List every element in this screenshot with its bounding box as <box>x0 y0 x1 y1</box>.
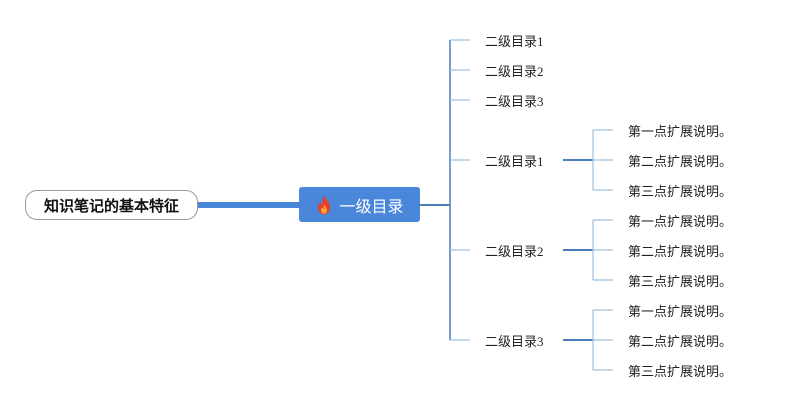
branch-topic-label: 二级目录2 <box>485 244 544 259</box>
leaf-topic-label: 第三点扩展说明。 <box>628 364 733 379</box>
leaf-topic-label: 第一点扩展说明。 <box>628 304 733 319</box>
leaf-topic[interactable]: 第二点扩展说明。 <box>628 154 732 170</box>
branch-topic-2[interactable]: 二级目录2 <box>485 64 544 80</box>
leaf-topic[interactable]: 第三点扩展说明。 <box>628 184 732 200</box>
branch-topic-label: 二级目录2 <box>485 64 544 79</box>
branch-topic-1[interactable]: 二级目录1 <box>485 34 544 50</box>
branch-topic-4[interactable]: 二级目录1 <box>485 154 544 170</box>
leaf-topic[interactable]: 第一点扩展说明。 <box>628 124 732 140</box>
branch-topic-label: 二级目录1 <box>485 154 544 169</box>
leaf-topic-label: 第一点扩展说明。 <box>628 214 733 229</box>
leaf-topic[interactable]: 第三点扩展说明。 <box>628 274 732 290</box>
leaf-topic-label: 第二点扩展说明。 <box>628 244 733 259</box>
branch-topic-3[interactable]: 二级目录3 <box>485 94 544 110</box>
leaf-topic[interactable]: 第二点扩展说明。 <box>628 334 732 350</box>
leaf-topic[interactable]: 第一点扩展说明。 <box>628 214 732 230</box>
root-topic[interactable]: 知识笔记的基本特征 <box>25 190 198 220</box>
main-topic[interactable]: 一级目录 <box>299 187 420 222</box>
leaf-topic[interactable]: 第二点扩展说明。 <box>628 244 732 260</box>
root-topic-label: 知识笔记的基本特征 <box>43 197 179 215</box>
leaf-topic-label: 第三点扩展说明。 <box>628 184 733 199</box>
branch-topic-label: 二级目录1 <box>485 34 544 49</box>
leaf-topic-label: 第二点扩展说明。 <box>628 334 733 349</box>
fire-icon <box>315 195 333 215</box>
branch-topic-label: 二级目录3 <box>485 334 544 349</box>
leaf-topic[interactable]: 第三点扩展说明。 <box>628 364 732 380</box>
branch-topic-5[interactable]: 二级目录2 <box>485 244 544 260</box>
branch-topic-6[interactable]: 二级目录3 <box>485 334 544 350</box>
leaf-topic-label: 第一点扩展说明。 <box>628 124 733 139</box>
leaf-topic-label: 第二点扩展说明。 <box>628 154 733 169</box>
main-topic-label: 一级目录 <box>339 198 404 216</box>
leaf-topic-label: 第三点扩展说明。 <box>628 274 733 289</box>
leaf-topic[interactable]: 第一点扩展说明。 <box>628 304 732 320</box>
branch-topic-label: 二级目录3 <box>485 94 544 109</box>
